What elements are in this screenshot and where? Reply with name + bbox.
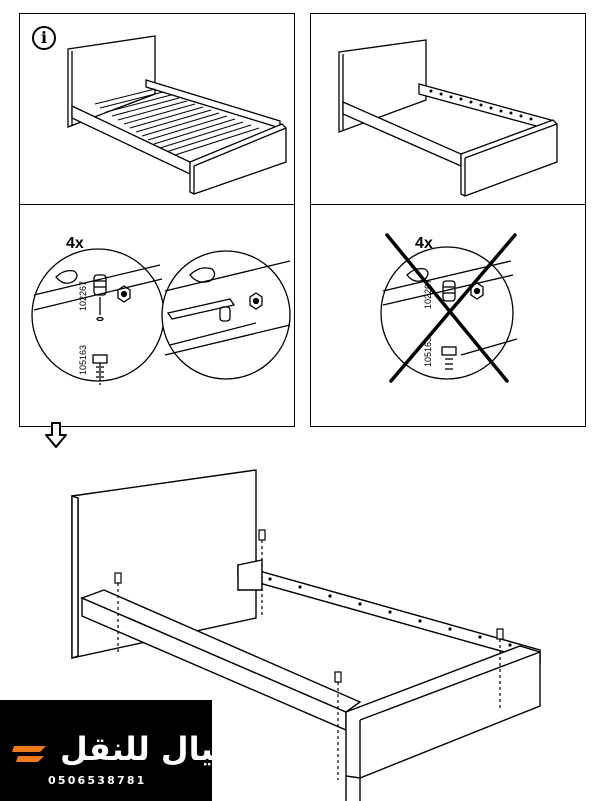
company-logo-banner: أميال للنقل 0506538781	[0, 700, 245, 801]
company-phone: 0506538781	[48, 774, 147, 787]
down-arrow-icon	[45, 422, 67, 448]
logo-speed-lines-icon	[12, 746, 46, 762]
bed-frame-illustration	[338, 39, 558, 197]
fittings-detail-illustration	[31, 248, 291, 385]
bed-assembly-illustration	[71, 469, 541, 801]
bed-with-slats-illustration	[67, 35, 287, 195]
quantity-label: 4x	[415, 235, 433, 252]
step-panel-fittings-correct: 4x 102267 105163	[19, 205, 295, 427]
cross-out-mark	[385, 233, 517, 383]
step-panel-bed-frame	[310, 13, 586, 205]
fittings-wrong-illustration	[380, 233, 518, 383]
company-name: أميال للنقل	[60, 730, 245, 768]
step-panel-bed-with-slats: i	[19, 13, 295, 205]
quantity-label: 4x	[66, 235, 84, 252]
info-icon: i	[32, 26, 56, 50]
step-panel-fittings-incorrect: 4x 102267 105163	[310, 205, 586, 427]
